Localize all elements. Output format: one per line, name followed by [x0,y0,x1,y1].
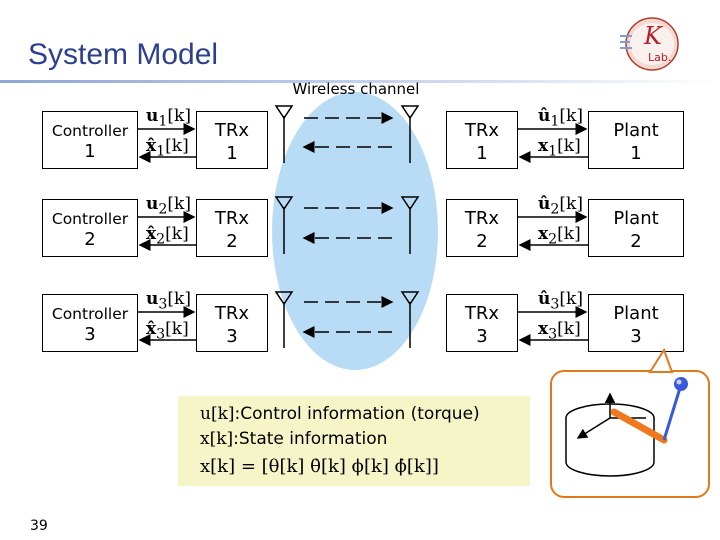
trx-left-2-index: 2 [226,230,238,252]
trx-left-1-label: TRx [214,120,250,141]
plant-1-index: 1 [630,142,642,164]
legend-x-symbol: x[k] [200,429,234,449]
lab-logo: K Lab. [620,17,679,71]
plant-1-label: Plant [613,120,659,141]
controller-2-box: Controller 2 [42,199,138,257]
antenna-right-2-head [400,196,420,211]
controller-3-index: 3 [84,324,96,346]
signal-u2-label: u2[k] [146,194,191,218]
antenna-left-2-head [274,196,294,211]
trx-left-3-label: TRx [214,303,250,324]
page-number: 39 [30,518,48,534]
signal-x1-label: x1[k] [538,136,581,160]
trx-left-3-index: 3 [226,325,238,347]
row-1-connectors [138,105,588,163]
legend-x-description: :State information [233,429,388,449]
axis-diagonal [576,417,611,439]
trx-right-1-box: TRx 1 [446,111,518,169]
trx-right-3-index: 3 [476,325,488,347]
legend-state-equation: x[k] = [θ[k] θ̇[k] ϕ[k] ϕ̇[k]] [200,456,439,477]
slide-title: System Model [28,38,219,71]
trx-right-2-index: 2 [476,230,488,252]
legend-panel: u[k]:Control information (torque) x[k]:S… [178,396,530,486]
controller-2-index: 2 [84,229,96,251]
row-2-connectors [138,196,588,254]
trx-right-1-index: 1 [476,142,488,164]
trx-left-1-index: 1 [226,142,238,164]
plant-2-label: Plant [613,208,659,229]
controller-1-box: Controller 1 [42,111,138,169]
signal-x3hat-label: x̂3[k] [146,319,189,343]
signal-u3hat-label: û3[k] [538,289,583,313]
plant-2-box: Plant 2 [588,199,684,257]
legend-u-symbol: u[k] [200,404,235,424]
signal-u3-label: u3[k] [146,289,191,313]
title-divider [0,80,720,83]
controller-2-label: Controller [51,210,129,228]
antenna-left-1-head [274,105,294,120]
controller-3-box: Controller 3 [42,294,138,352]
wireless-channel-label: Wireless channel [292,80,420,98]
controller-1-index: 1 [84,141,96,163]
trx-left-2-label: TRx [214,208,250,229]
trx-left-1-box: TRx 1 [196,111,268,169]
trx-right-2-box: TRx 2 [446,199,518,257]
signal-x2hat-label: x̂2[k] [146,224,189,248]
trx-right-1-label: TRx [464,120,500,141]
trx-left-2-box: TRx 2 [196,199,268,257]
trx-right-3-box: TRx 3 [446,294,518,352]
svg-text:Lab.: Lab. [648,51,671,64]
legend-control-info: u[k]:Control information (torque) [200,404,480,424]
signal-x3-label: x3[k] [538,319,581,343]
pendulum-arm [610,408,668,444]
plant-3-index: 3 [630,325,642,347]
trx-right-3-label: TRx [464,303,500,324]
legend-state-info: x[k]:State information [200,429,387,449]
antenna-right-3-head [400,291,420,306]
plant-2-index: 2 [630,230,642,252]
controller-3-label: Controller [51,305,129,323]
signal-u2hat-label: û2[k] [538,194,583,218]
antenna-right-1-head [400,105,420,120]
plant-3-box: Plant 3 [588,294,684,352]
antenna-left-3-head [274,291,294,306]
pendulum-tip-icon [674,377,688,391]
svg-text:K: K [643,22,664,50]
signal-u1-label: u1[k] [146,106,191,130]
pendulum-rod [662,387,682,441]
trx-left-3-box: TRx 3 [196,294,268,352]
signal-u1hat-label: û1[k] [538,106,583,130]
row-3-connectors [138,291,588,348]
signal-x2-label: x2[k] [538,224,581,248]
trx-right-2-label: TRx [464,208,500,229]
callout-pointer [648,347,674,373]
controller-1-label: Controller [51,122,129,140]
legend-u-description: :Control information (torque) [234,404,480,424]
signal-x1hat-label: x̂1[k] [146,136,189,160]
plant-1-box: Plant 1 [588,111,684,169]
plant-3-label: Plant [613,303,659,324]
